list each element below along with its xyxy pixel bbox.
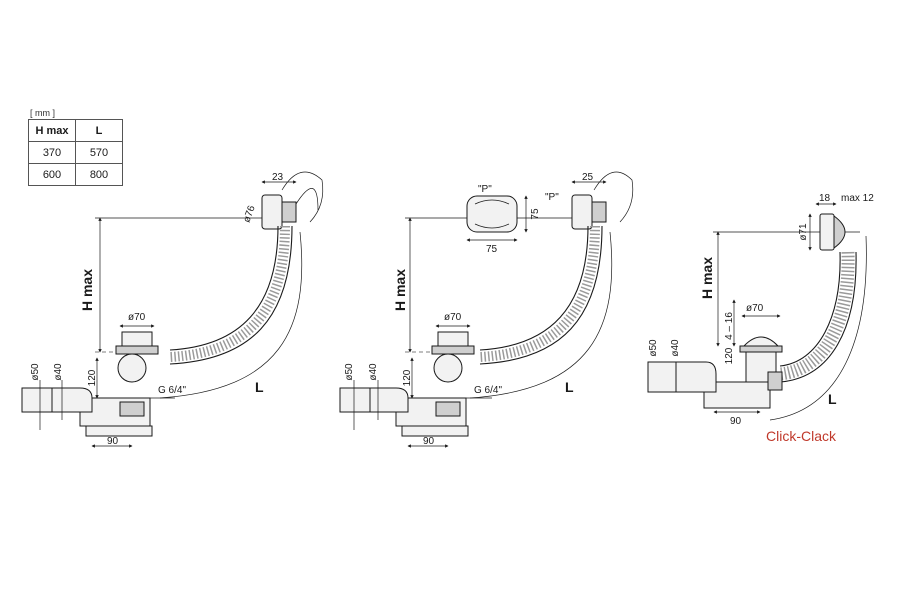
hose-inner [169,225,279,351]
d70-label: ø70 [128,312,146,323]
overflow-nut [591,201,607,223]
w90-label: 90 [423,436,435,447]
outlet-elbow [369,387,409,413]
overflow-dome [833,215,846,249]
hose-corrugation [169,225,290,362]
drain-flange [739,345,783,353]
l-label: L [828,391,837,407]
d40-label: ø40 [53,363,64,381]
thread-label: G 6/4" [474,385,502,396]
cable-guide [281,171,324,223]
hose-connector [767,371,783,391]
drain-assembly-click-clack: H max 18 max 12 ø71 L ø70 ø50 ø40 4 – 16… [647,193,874,444]
p-label-detail: "P" [478,184,492,195]
p-label-head: "P" [545,192,559,203]
hose-inner [479,225,589,351]
drain-assembly-2: H max "P" 75 75 "P" 25 L ø70 G 6/4" ø50 [339,171,634,448]
outlet-pipe [647,361,677,393]
hose-outer [779,251,857,383]
r4-16-label: 4 – 16 [724,312,735,340]
outlet-elbow [675,361,717,393]
d40-label: ø40 [368,363,379,381]
drain-plug [437,331,469,347]
d50-label: ø50 [30,363,41,381]
dimension-table: H max L 370 570 600 800 [28,119,123,186]
click-clack-label: Click-Clack [766,428,837,444]
d50-label: ø50 [648,339,659,357]
drain-plug [121,331,153,347]
d50-label: ø50 [344,363,355,381]
h120-label: 120 [724,347,735,364]
p-button-contour [474,199,510,229]
h120-label: 120 [87,369,98,386]
table-header-row: H max L [28,119,123,142]
w18-label: 18 [819,193,831,204]
hose-inner [779,251,841,367]
p75h-label: 75 [530,208,541,220]
trap-nut [119,401,145,417]
d76-label: ø76 [242,204,258,224]
cable-guide [593,171,634,223]
l-arc [769,235,867,421]
click-clack-plug [742,336,780,347]
w25-label: 25 [582,172,594,183]
d71-label: ø71 [798,223,809,241]
hose-corrugation [479,225,600,362]
hose-corrugation [779,251,855,381]
outlet-pipe [339,387,371,413]
l-arc [469,231,613,399]
table-cell: 800 [75,163,123,186]
overflow-head [571,194,593,230]
d70-label: ø70 [444,312,462,323]
outlet-elbow [51,387,93,413]
table-cell: 370 [28,141,76,164]
drain-flange [115,345,159,355]
w23-label: 23 [272,172,284,183]
h120-label: 120 [402,369,413,386]
l-label: L [255,379,264,395]
overflow-head [261,194,283,230]
trap-base [85,425,153,437]
hmax-label: H max [79,269,95,311]
p75w-label: 75 [486,244,498,255]
thread-label: G 6/4" [158,385,186,396]
w90-label: 90 [730,416,742,427]
l-label: L [565,379,574,395]
table-row: 600 800 [28,163,123,186]
drain-bowl [433,353,463,383]
trap-base [401,425,469,437]
overflow-cable [295,188,319,211]
outlet-pipe [21,387,53,413]
drain-bowl [117,353,147,383]
hose-outer [479,225,603,365]
trap-nut [435,401,461,417]
d40-label: ø40 [670,339,681,357]
units-label: [ mm ] [30,108,55,118]
drain-flange [431,345,475,355]
w90-label: 90 [107,436,119,447]
hmax-label: H max [392,269,408,311]
overflow-nut [281,201,297,223]
max12-label: max 12 [841,193,874,204]
d70-label: ø70 [746,303,764,314]
hmax-label: H max [699,257,715,299]
hose-outer [169,225,293,365]
overflow-head [819,213,835,251]
l-arc [159,231,303,399]
drain-assembly-1: H max ø76 23 L ø70 G 6/4" ø50 ø40 120 [21,171,324,448]
p-button-detail [466,195,518,233]
